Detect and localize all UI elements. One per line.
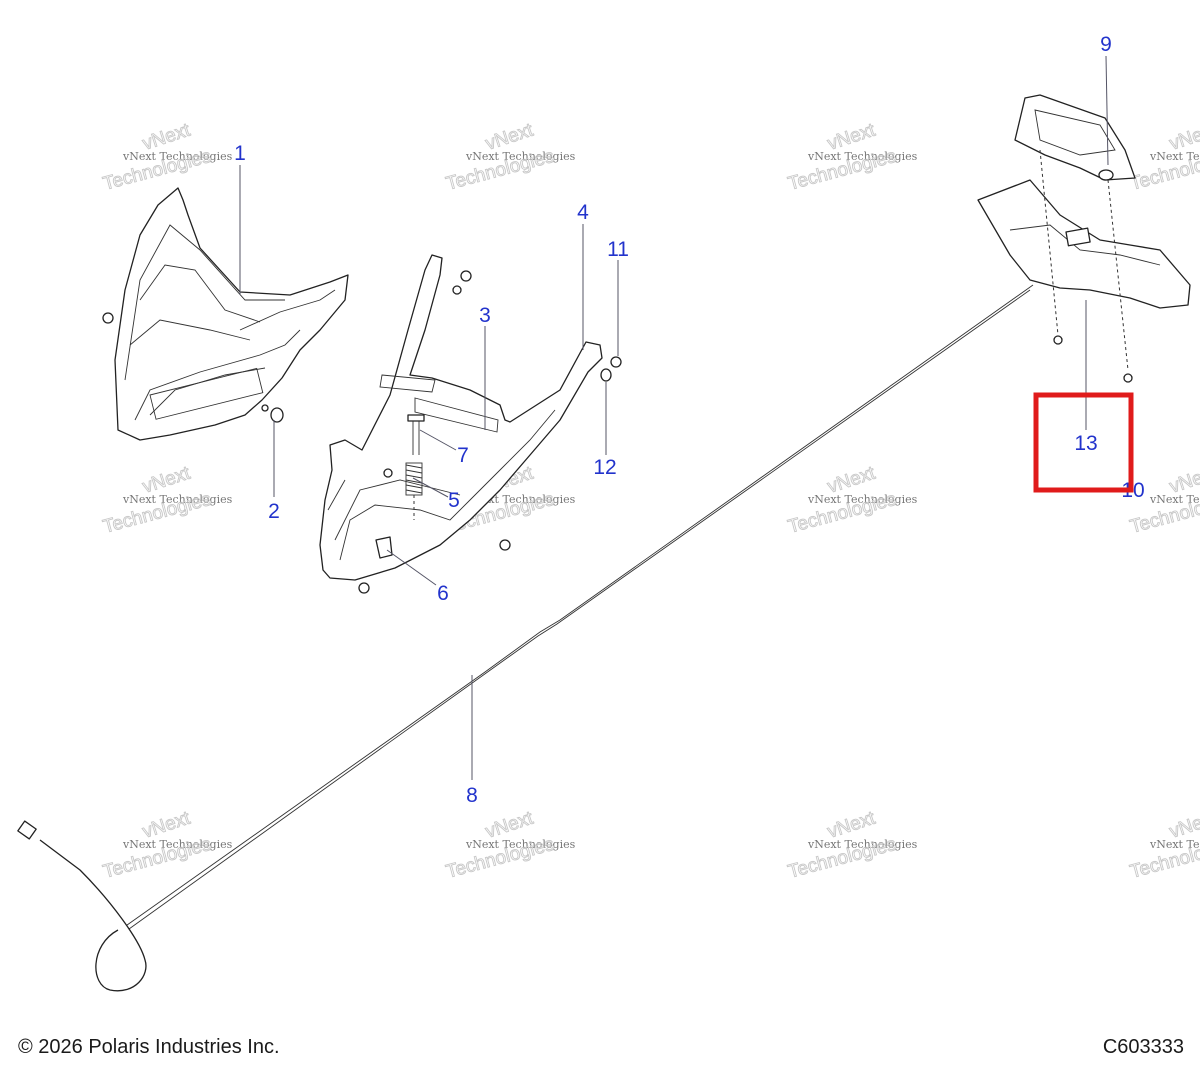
- callout-6[interactable]: 6: [437, 582, 449, 605]
- callout-4[interactable]: 4: [577, 201, 589, 224]
- headlight-assembly[interactable]: [102, 187, 349, 441]
- callout-5[interactable]: 5: [448, 489, 460, 512]
- svg-text:vNext Technologies: vNext Technologies: [807, 838, 918, 851]
- watermark: vNext Technologies vNext Technologies: [100, 462, 233, 538]
- callout-2[interactable]: 2: [268, 500, 280, 523]
- callout-7[interactable]: 7: [457, 444, 469, 467]
- alignment-line: [1039, 149, 1059, 336]
- callout-9[interactable]: 9: [1100, 33, 1112, 56]
- bolt[interactable]: [407, 414, 425, 455]
- callout-3[interactable]: 3: [479, 304, 491, 327]
- callout-8[interactable]: 8: [466, 784, 478, 807]
- svg-text:vNext Technologies: vNext Technologies: [1149, 493, 1200, 506]
- svg-text:vNext Technologies: vNext Technologies: [122, 493, 233, 506]
- spring[interactable]: [405, 462, 423, 520]
- watermark: vNext Technologies vNext Technologies: [100, 119, 233, 195]
- watermark: vNext Technologies vNext Technologies: [785, 462, 918, 538]
- highlight-box: [1033, 392, 1134, 493]
- watermark: vNext Technologies vNext Technologies: [100, 807, 233, 883]
- svg-text:vNext Technologies: vNext Technologies: [465, 838, 576, 851]
- clip[interactable]: [375, 536, 393, 559]
- fasteners[interactable]: [358, 270, 1133, 594]
- wire-harness[interactable]: [17, 284, 1034, 992]
- lower-bracket[interactable]: [977, 179, 1191, 309]
- svg-text:vNext Technologies: vNext Technologies: [122, 150, 233, 163]
- callout-1[interactable]: 1: [234, 142, 246, 165]
- o-ring-small[interactable]: [261, 404, 269, 412]
- light-housing[interactable]: [1014, 94, 1136, 181]
- callouts: 1 2 3 4 5 6 7 8 9 10 11 12 13: [234, 33, 1145, 807]
- watermark: vNext Technologies vNext Technologies: [1127, 807, 1200, 883]
- watermark: vNext Technologies vNext Technologies: [785, 119, 918, 195]
- alignment-line: [1107, 179, 1129, 371]
- callout-12[interactable]: 12: [593, 456, 616, 479]
- svg-text:vNext Technologies: vNext Technologies: [465, 150, 576, 163]
- svg-text:vNext Technologies: vNext Technologies: [807, 493, 918, 506]
- callout-13[interactable]: 13: [1074, 432, 1097, 455]
- watermark: vNext Technologies vNext Technologies: [785, 807, 918, 883]
- svg-text:vNext Technologies: vNext Technologies: [122, 838, 233, 851]
- svg-text:vNext Technologies: vNext Technologies: [1149, 150, 1200, 163]
- leader-lines: [239, 55, 1109, 780]
- svg-text:vNext Technologies: vNext Technologies: [807, 150, 918, 163]
- watermark: vNext Technologies vNext Technologies: [1127, 119, 1200, 195]
- callout-11[interactable]: 11: [607, 238, 629, 261]
- copyright-text: © 2026 Polaris Industries Inc.: [18, 1036, 280, 1058]
- o-ring[interactable]: [270, 407, 284, 423]
- diagram-code: C603333: [1102, 1036, 1184, 1058]
- svg-text:vNext Technologies: vNext Technologies: [1149, 838, 1200, 851]
- watermark: vNext Technologies vNext Technologies: [443, 807, 576, 883]
- watermark: vNext Technologies vNext Technologies: [443, 119, 576, 195]
